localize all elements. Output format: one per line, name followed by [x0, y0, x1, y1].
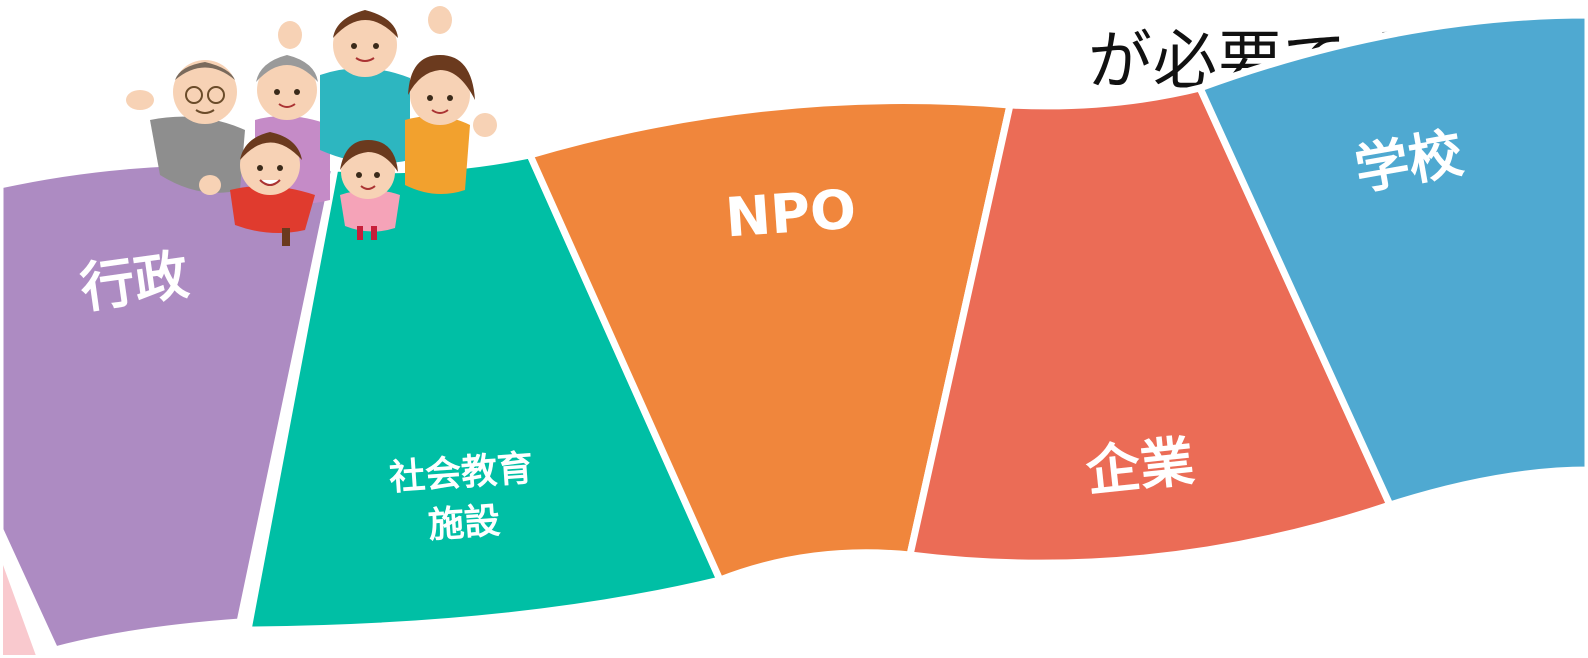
- father-figure: [278, 6, 452, 164]
- segment-label-gyosei: 行政: [77, 243, 193, 320]
- segment-label-shakai-line2: 施設: [427, 501, 502, 547]
- segment-label-npo: NPO: [723, 178, 858, 250]
- girl-figure: [340, 140, 400, 240]
- segment-label-shakai-line1: 社会教育: [388, 448, 535, 499]
- boy-figure: [199, 132, 315, 246]
- segment-label-kigyo: 企業: [1083, 430, 1197, 504]
- grandpa-figure: [126, 60, 245, 193]
- segment-gakko: [1196, 11, 1588, 509]
- segment-npo: [526, 97, 1014, 584]
- segment-partial: [0, 546, 44, 658]
- family-waving-illustration: [126, 6, 497, 246]
- mother-figure: [405, 55, 497, 194]
- segment-kigyo: [906, 84, 1394, 567]
